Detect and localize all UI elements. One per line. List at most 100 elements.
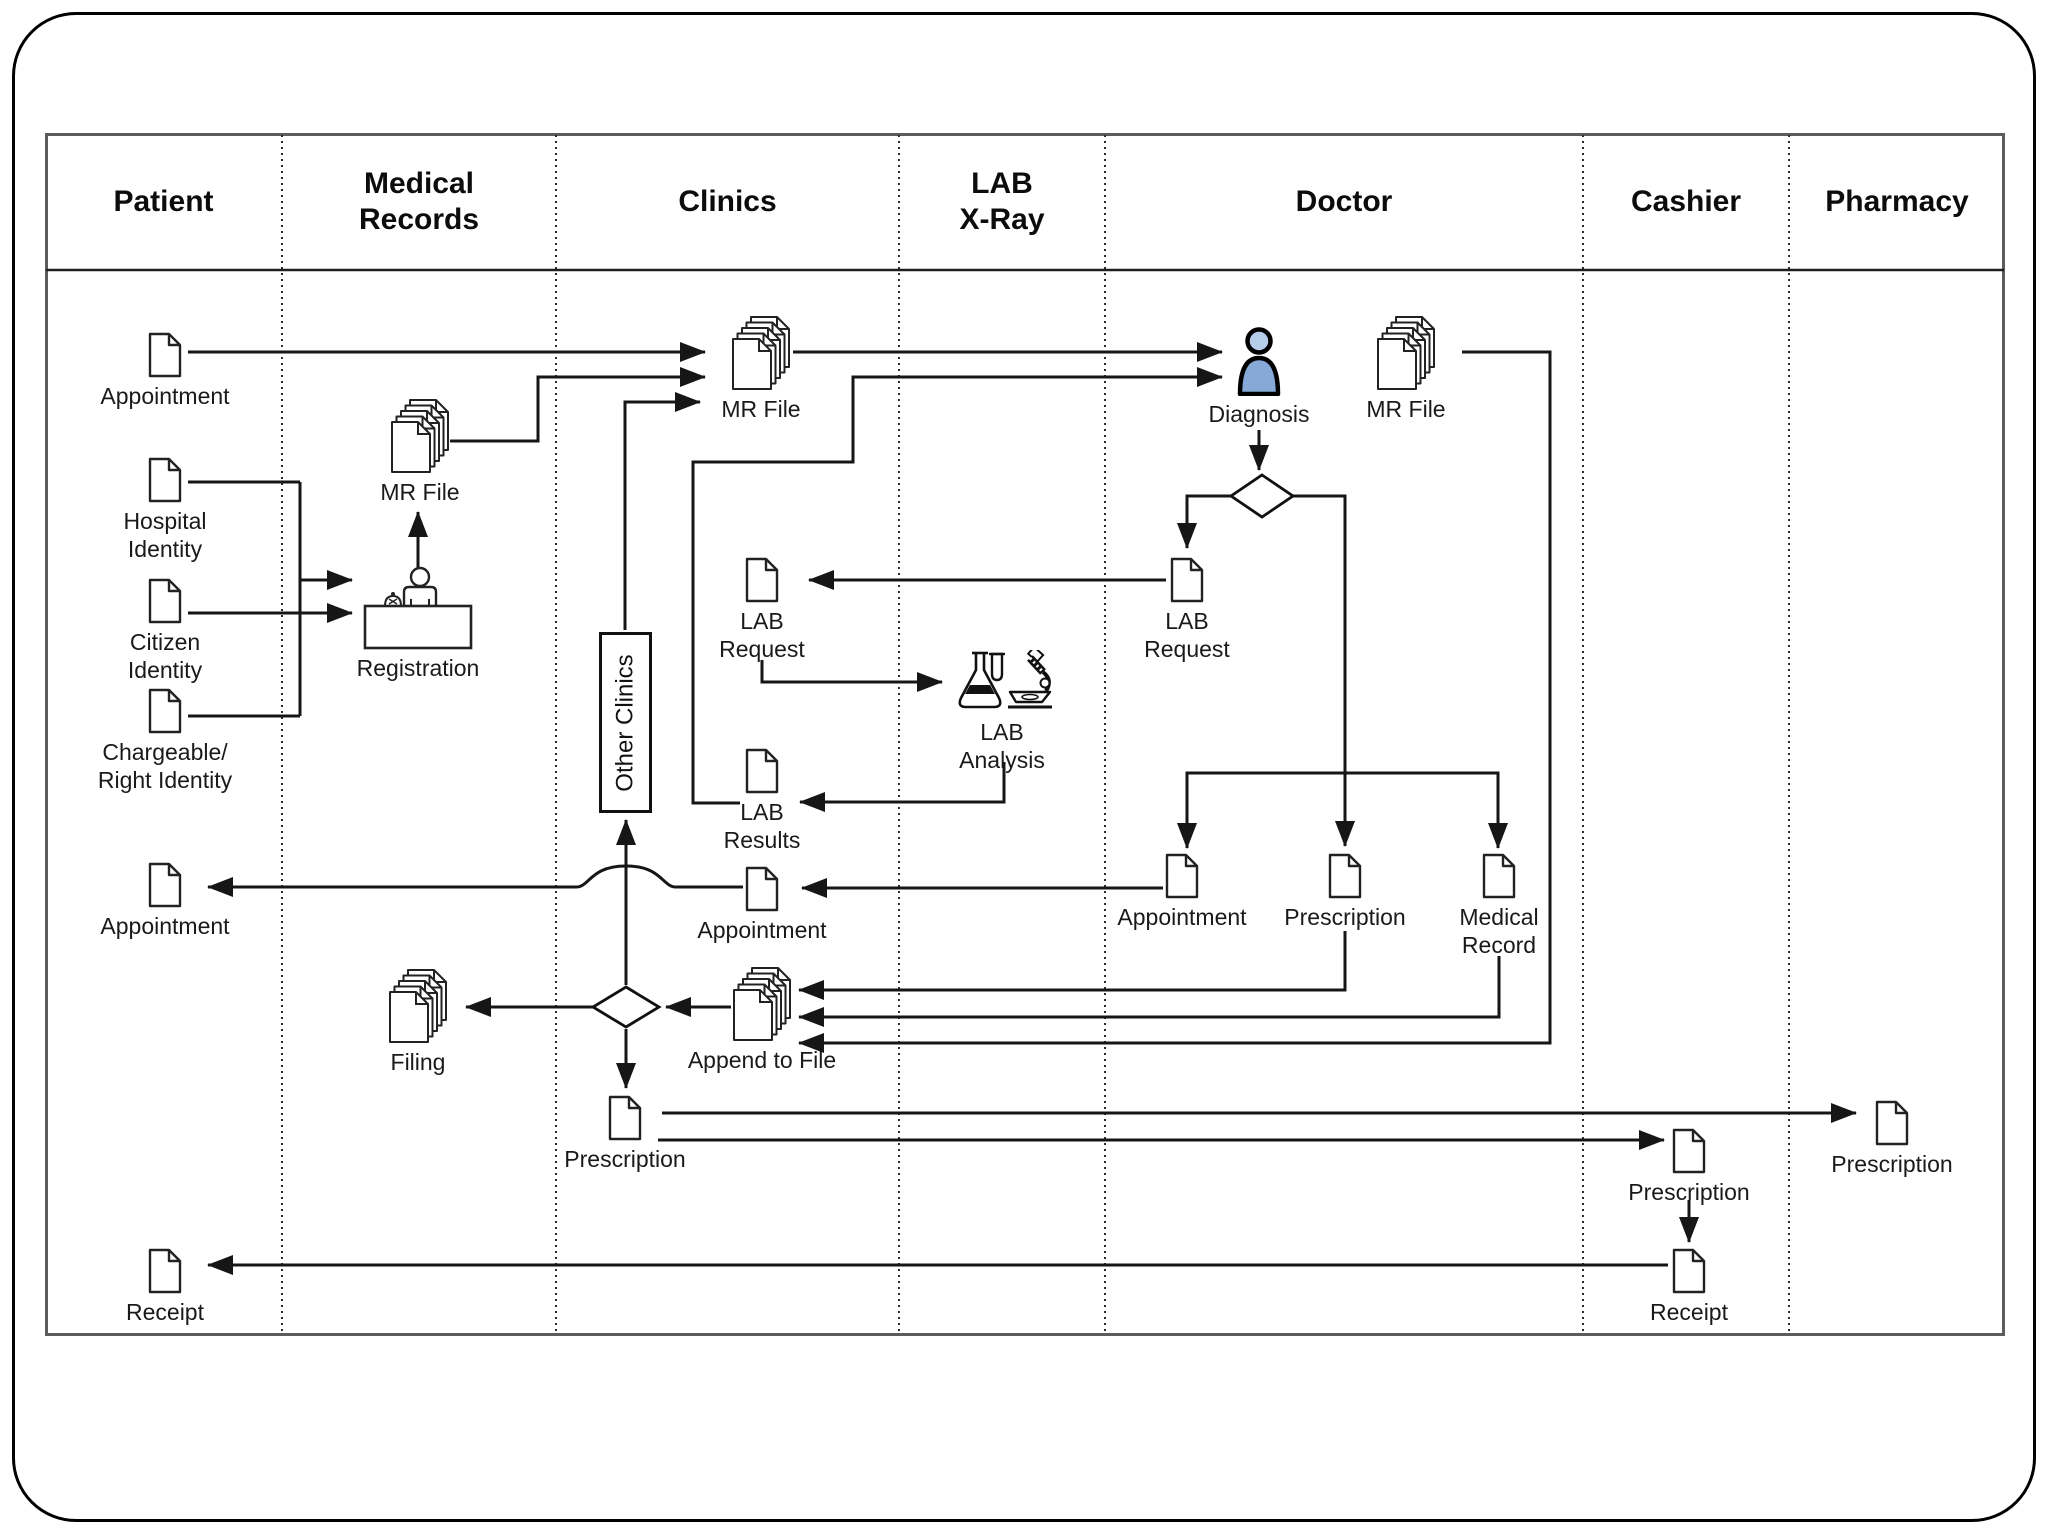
node-lab-analysis: LAB Analysis — [917, 650, 1087, 774]
node-prescription-clinics: Prescription — [540, 1095, 710, 1173]
node-registration: Registration — [333, 566, 503, 682]
document-icon — [1875, 1100, 1909, 1146]
node-lab-request-doctor: LAB Request — [1102, 557, 1272, 663]
lane-dividers — [281, 135, 1790, 1334]
document-icon — [148, 688, 182, 734]
node-label: Appointment — [100, 383, 230, 409]
document-icon — [1672, 1128, 1706, 1174]
node-appointment-patient-return: Appointment — [80, 862, 250, 940]
node-prescription-pharmacy: Prescription — [1807, 1100, 1977, 1178]
document-icon — [745, 748, 779, 794]
node-label: Diagnosis — [1208, 401, 1310, 427]
node-label: Appointment — [100, 913, 230, 939]
node-chargeable-right-identity: Chargeable/ Right Identity — [80, 688, 250, 794]
edge-lab-results-to-diagnosis — [691, 367, 1223, 805]
lane-header-doctor: Doctor — [1295, 184, 1393, 218]
node-decision-clinics — [590, 984, 662, 1030]
edge-mr-file-doctor-to-append-to-file — [798, 350, 1552, 1053]
node-label: Appointment — [697, 917, 827, 943]
swimlane-table — [45, 133, 2005, 1336]
node-receipt-patient: Receipt — [80, 1248, 250, 1326]
document-icon — [148, 332, 182, 378]
node-prescription-doctor: Prescription — [1260, 853, 1430, 931]
node-label: Citizen Identity — [127, 629, 203, 683]
lane-header-pharmacy: Pharmacy — [1825, 184, 1969, 218]
node-label: Receipt — [1650, 1299, 1728, 1325]
node-label: Prescription — [1284, 904, 1406, 930]
node-other-clinics: Other Clinics — [599, 632, 652, 813]
node-label: MR File — [721, 396, 801, 422]
node-label: LAB Request — [1144, 608, 1230, 662]
document-icon — [1328, 853, 1362, 899]
node-prescription-cashier: Prescription — [1604, 1128, 1774, 1206]
node-label: Registration — [356, 655, 480, 681]
edge-medical-record-to-append-to-file — [798, 956, 1501, 1027]
node-label: Other Clinics — [611, 653, 639, 792]
edge-decision-doctor-to-prescription-doctor — [1293, 494, 1355, 847]
node-label: LAB Results — [723, 799, 801, 853]
document-icon — [745, 866, 779, 912]
lab-analysis-icon — [958, 650, 1052, 709]
node-label: MR File — [1366, 396, 1446, 422]
document-icon — [148, 1248, 182, 1294]
node-label: Medical Record — [1459, 904, 1539, 958]
node-mr-file-medical-records: MR File — [335, 398, 505, 506]
document-icon — [148, 457, 182, 503]
lane-header-cashier: Cashier — [1630, 184, 1742, 218]
person-icon — [1237, 327, 1281, 396]
node-appointment-doctor: Appointment — [1097, 853, 1267, 931]
registration-desk-icon — [363, 566, 473, 650]
node-label: Append to File — [687, 1047, 837, 1073]
edge-branch-to-appointment-doctor — [1177, 771, 1345, 849]
node-lab-request-clinics: LAB Request — [677, 557, 847, 663]
node-label: Chargeable/ Right Identity — [97, 739, 233, 793]
node-label: Filing — [390, 1049, 446, 1075]
edge-decision-doctor-to-lab-request-doctor — [1177, 494, 1231, 549]
documents-stack-icon — [1377, 316, 1435, 390]
node-append-to-file: Append to File — [677, 966, 847, 1074]
decision-diamond-icon — [590, 985, 662, 1029]
node-mr-file-doctor: MR File — [1321, 315, 1491, 423]
node-citizen-identity: Citizen Identity — [80, 578, 250, 684]
node-label: Prescription — [564, 1146, 686, 1172]
node-label: LAB Analysis — [959, 719, 1045, 773]
edge-branch-to-medical-record — [1345, 771, 1508, 849]
decision-diamond-icon — [1228, 473, 1296, 519]
edge-other-clinics-to-mr-file-clinics — [623, 392, 701, 630]
node-hospital-identity: Hospital Identity — [80, 457, 250, 563]
node-label: Prescription — [1831, 1151, 1953, 1177]
document-icon — [1482, 853, 1516, 899]
document-icon — [1165, 853, 1199, 899]
node-label: Prescription — [1628, 1179, 1750, 1205]
document-icon — [608, 1095, 642, 1141]
edge-mr-file-medrec-to-mr-file-clinics — [450, 367, 706, 443]
node-label: Appointment — [1117, 904, 1247, 930]
documents-stack-icon — [389, 969, 447, 1043]
node-mr-file-clinics: MR File — [676, 315, 846, 423]
node-receipt-cashier: Receipt — [1604, 1248, 1774, 1326]
lane-header-medical-records: Medical Records — [358, 166, 480, 236]
node-appointment-clinics: Appointment — [677, 866, 847, 944]
outer-border — [12, 12, 2036, 1522]
edge-lab-request-clinics-to-lab-analysis — [760, 660, 943, 692]
node-filing: Filing — [333, 968, 503, 1076]
document-icon — [1170, 557, 1204, 603]
document-icon — [1672, 1248, 1706, 1294]
node-label: MR File — [380, 479, 460, 505]
document-icon — [148, 578, 182, 624]
node-label: Receipt — [126, 1299, 204, 1325]
flow-arrows — [188, 342, 1857, 1275]
document-icon — [148, 862, 182, 908]
documents-stack-icon — [733, 967, 791, 1041]
node-label: Hospital Identity — [123, 508, 207, 562]
lane-header-patient: Patient — [113, 184, 214, 218]
edge-lab-analysis-to-lab-results — [799, 762, 1006, 812]
node-diagnosis: Diagnosis — [1174, 326, 1344, 428]
documents-stack-icon — [391, 399, 449, 473]
node-appointment-patient-top: Appointment — [80, 332, 250, 410]
node-decision-doctor — [1228, 472, 1296, 520]
node-lab-results: LAB Results — [677, 748, 847, 854]
edge-appointment-clinics-to-appointment-patient — [207, 864, 743, 897]
